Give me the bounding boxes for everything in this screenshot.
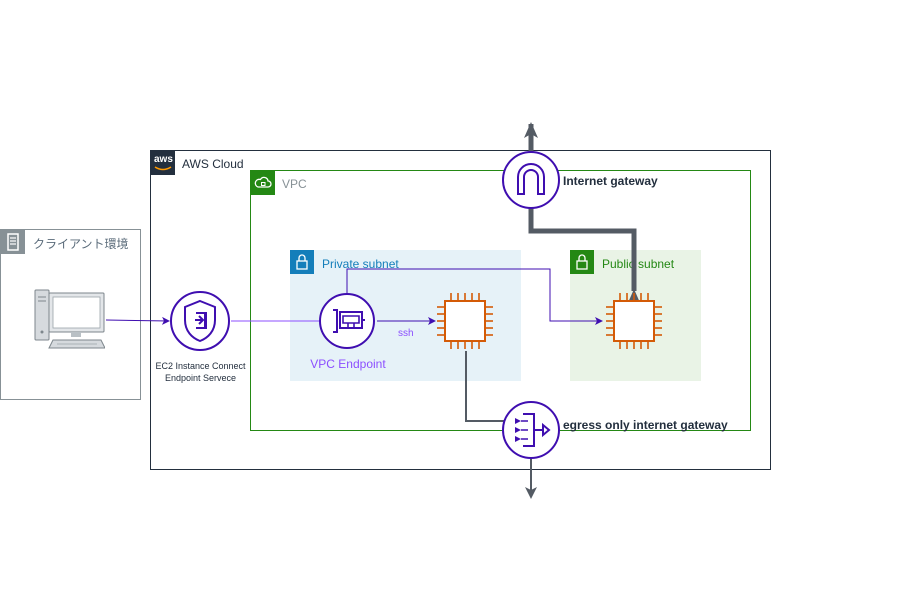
aws-logo-text: aws — [154, 154, 173, 165]
internet-gateway-icon — [501, 150, 561, 210]
egress-only-internet-gateway-icon — [501, 400, 561, 460]
vpc-cloud-icon — [251, 171, 275, 195]
client-to-eic-edge — [105, 316, 170, 325]
ec2-instance-public-icon — [604, 291, 664, 351]
client-environment-label: クライアント環境 — [33, 237, 129, 251]
ssh-edge-label: ssh — [398, 328, 414, 339]
internet-gateway-label: Internet gateway — [563, 174, 658, 188]
eic-endpoint-label-line1: EC2 Instance Connect — [155, 361, 246, 371]
vpc-label: VPC — [282, 177, 307, 191]
vpc-endpoint-icon — [317, 292, 377, 350]
ec2-instance-connect-endpoint-icon — [169, 290, 231, 352]
server-rack-icon — [1, 230, 25, 254]
private-subnet-lock-icon — [290, 250, 314, 274]
eic-endpoint-label-line2: Endpoint Servece — [164, 373, 237, 383]
vpc-group: VPC — [250, 170, 751, 431]
vpc-endpoint-label: VPC Endpoint — [310, 357, 386, 371]
ec2-instance-private-icon — [435, 291, 495, 351]
aws-logo: aws — [151, 151, 175, 175]
aws-cloud-group: aws AWS Cloud — [150, 150, 771, 470]
egress-gateway-label: egress only internet gateway — [563, 418, 728, 432]
aws-cloud-label: AWS Cloud — [182, 157, 244, 171]
desktop-computer-icon — [33, 288, 106, 350]
private-subnet-label: Private subnet — [322, 257, 399, 271]
client-environment-group: クライアント環境 — [0, 229, 141, 400]
